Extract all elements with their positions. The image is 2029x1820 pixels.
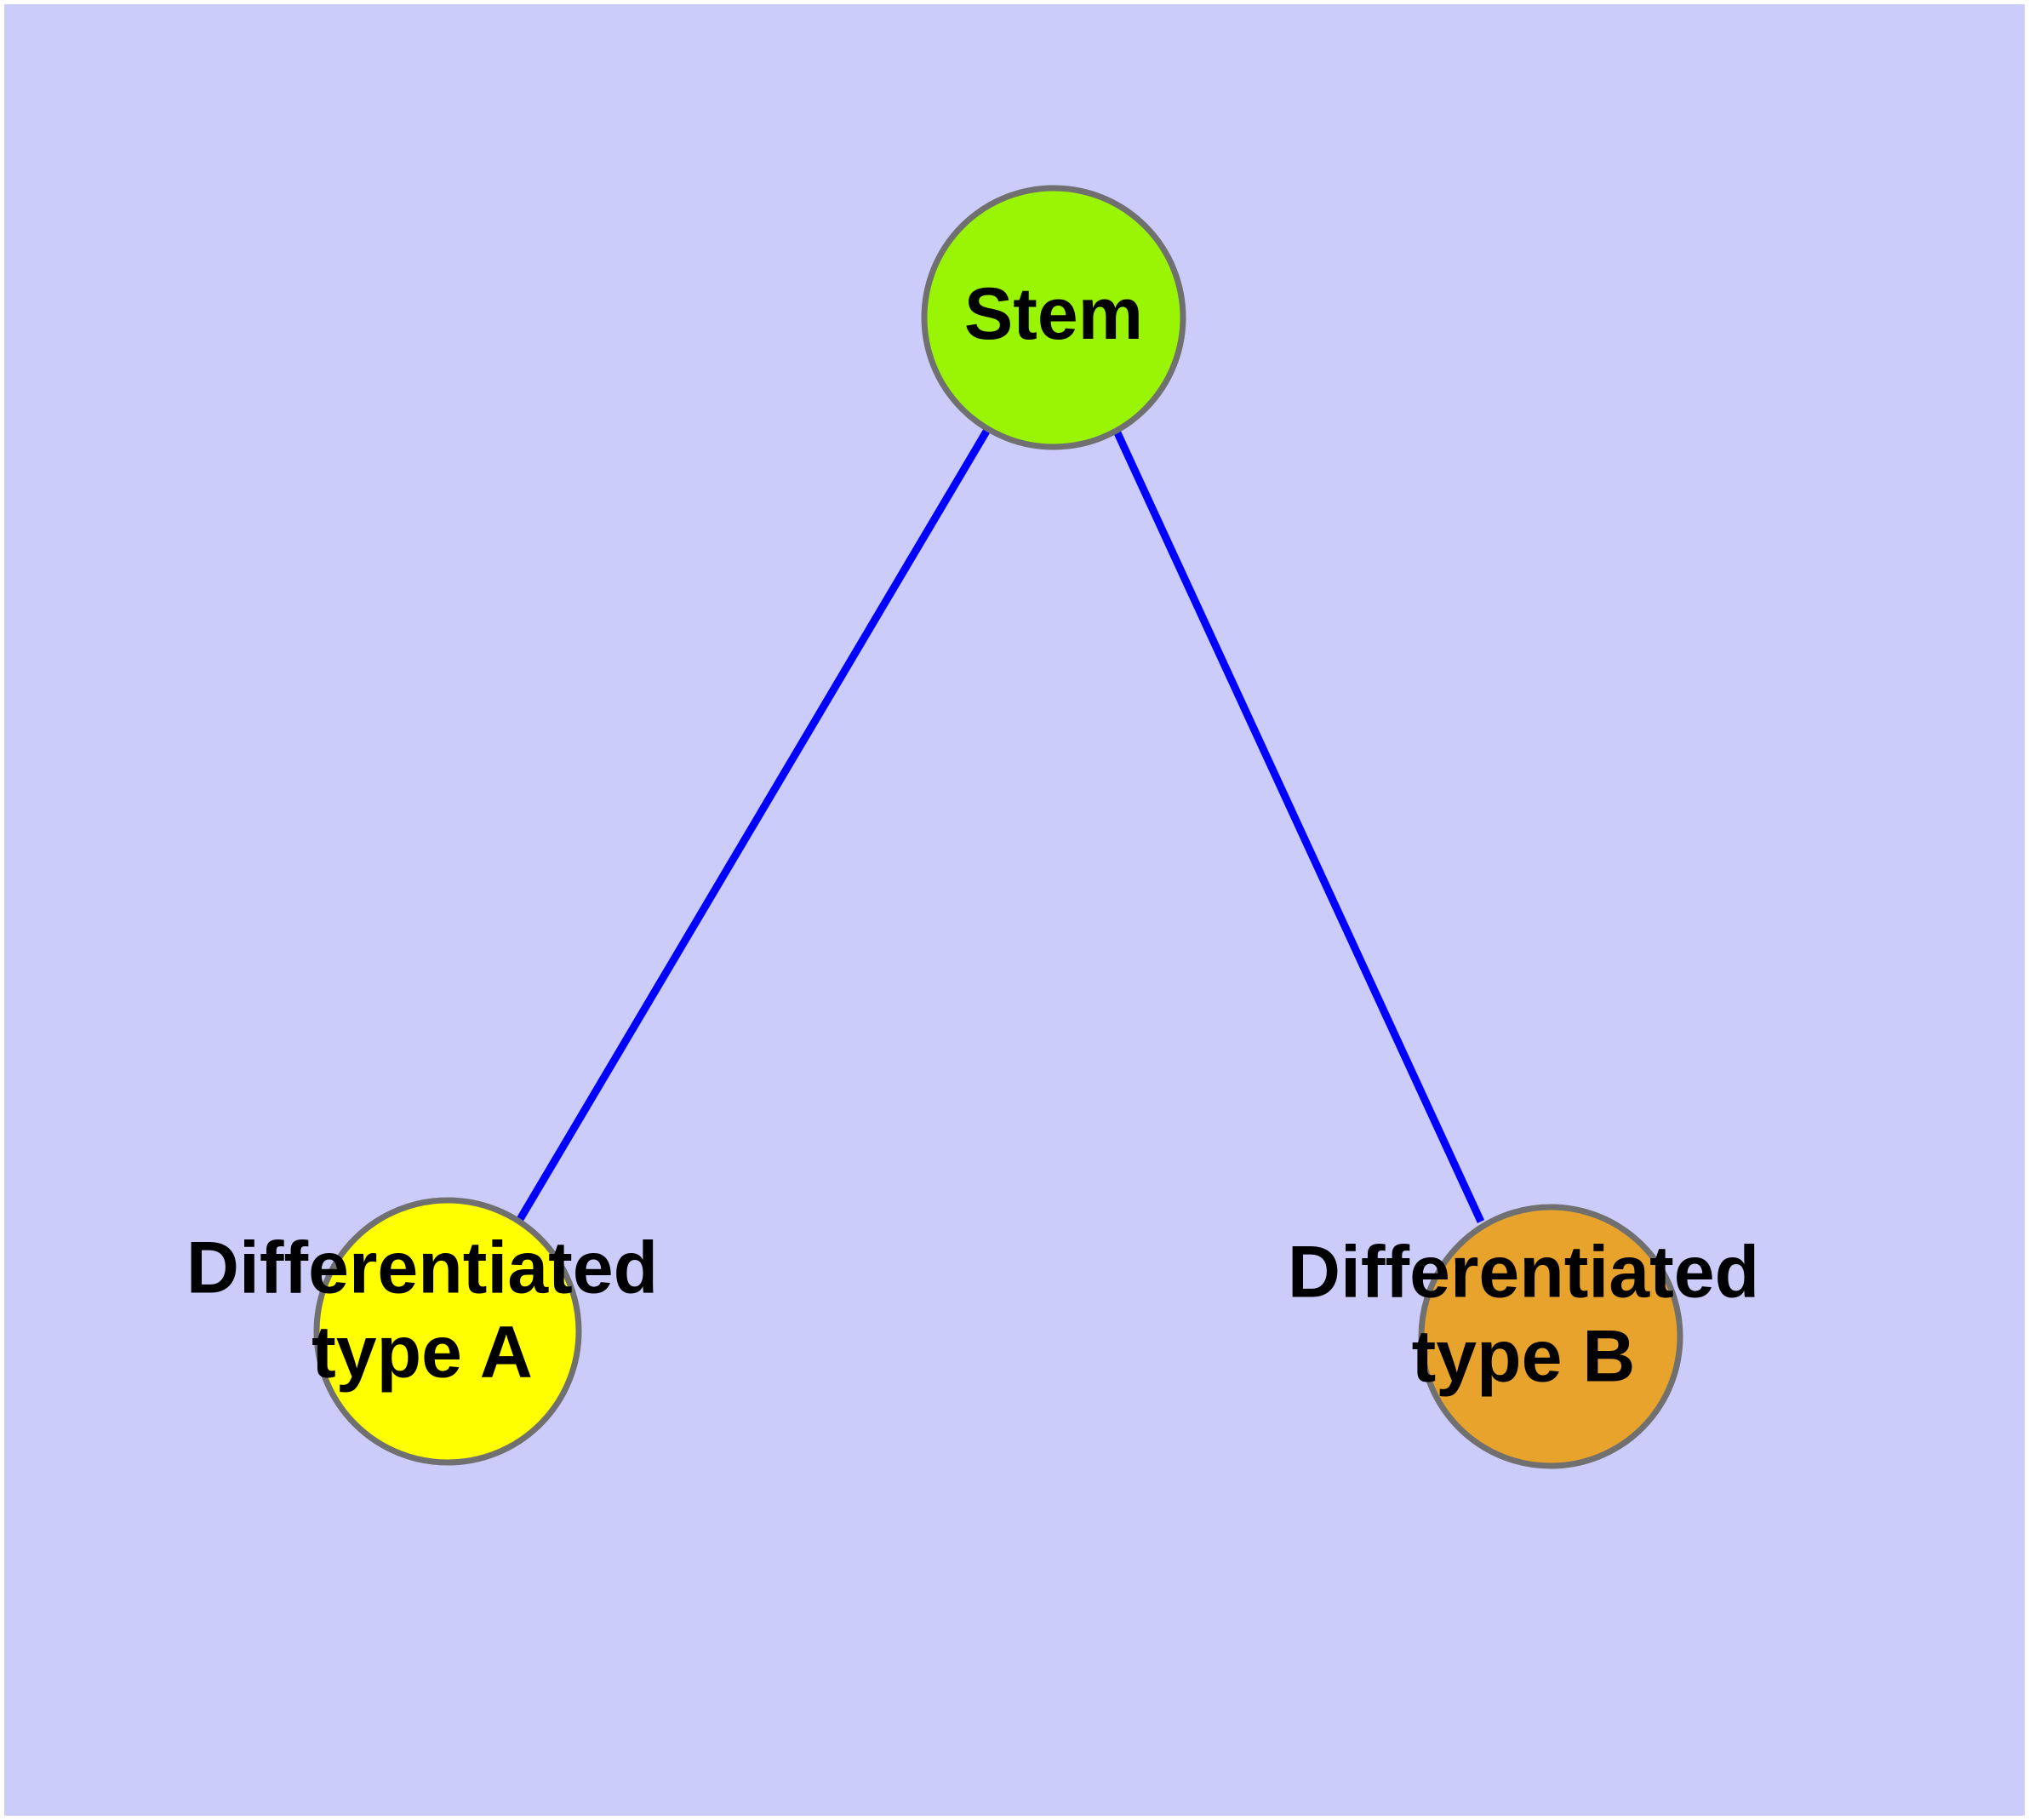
node-label-stem: Stem xyxy=(964,273,1143,355)
node-label-line: Stem xyxy=(964,273,1143,355)
edge-layer xyxy=(516,426,1485,1223)
node-label-line: type A xyxy=(311,1311,533,1393)
edge-stem-to-differentiated-type-b[interactable] xyxy=(1111,426,1485,1223)
node-label-line: Differentiated xyxy=(1288,1231,1759,1313)
node-label-line: type B xyxy=(1412,1315,1636,1397)
node-stem[interactable] xyxy=(921,185,1186,450)
node-label-line: Differentiated xyxy=(186,1227,658,1308)
edge-stem-to-differentiated-type-a[interactable] xyxy=(516,427,991,1223)
node-layer xyxy=(313,185,1683,1469)
node-differentiated-type-a[interactable] xyxy=(313,1197,582,1466)
node-differentiated-type-b[interactable] xyxy=(1418,1204,1683,1469)
